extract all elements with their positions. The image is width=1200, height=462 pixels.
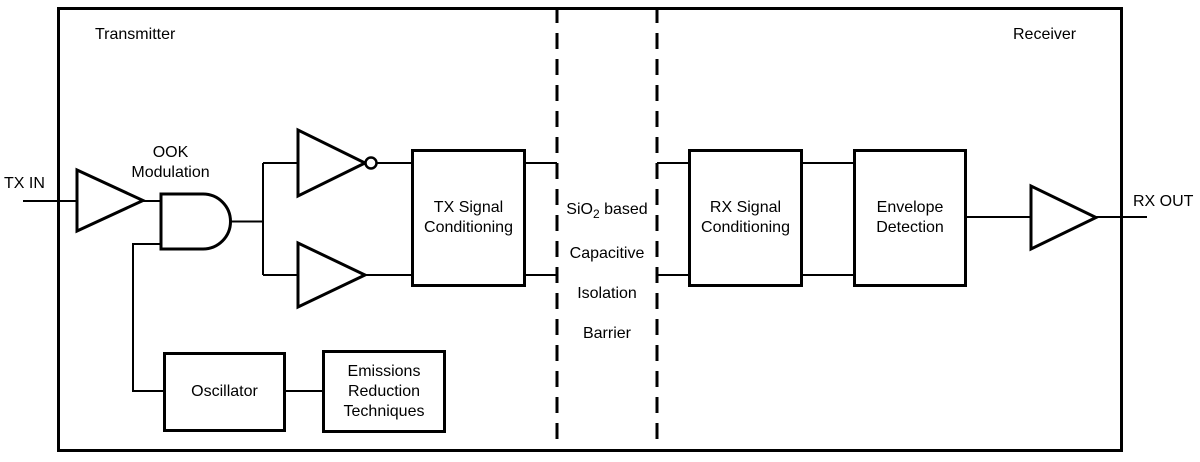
chip-outline-box: [57, 7, 1123, 452]
oscillator-block: Oscillator: [163, 352, 286, 432]
barrier-sio: SiO: [566, 201, 593, 218]
inverter-icon: [296, 127, 369, 199]
wires: [23, 162, 1147, 392]
transmitter-section-title: Transmitter: [95, 26, 176, 43]
tx-in-port-label: TX IN: [4, 175, 45, 192]
rx-signal-conditioning-block: RX Signal Conditioning: [688, 149, 803, 287]
output-buffer-icon: [1029, 183, 1100, 252]
barrier-based: based: [599, 201, 648, 218]
barrier-line-3: Isolation: [577, 285, 637, 303]
and-gate-icon: [159, 192, 232, 251]
barrier-subscript: 2: [592, 207, 600, 222]
modulation-buffer-icon: [296, 240, 369, 310]
barrier-line-2: Capacitive: [569, 245, 645, 263]
wire-oscillator-to-and: [132, 243, 164, 392]
rx-out-port-label: RX OUT: [1133, 193, 1194, 210]
emissions-reduction-block: Emissions Reduction Techniques: [322, 350, 446, 433]
inverter-bubble-icon: [364, 156, 378, 170]
ook-modulation-label: OOK Modulation: [131, 144, 210, 181]
receiver-section-title: Receiver: [1013, 26, 1077, 43]
input-buffer-icon: [75, 167, 147, 234]
envelope-detection-block: Envelope Detection: [853, 149, 967, 287]
barrier-line-1: SiO2 based: [556, 200, 658, 224]
tx-signal-conditioning-block: TX Signal Conditioning: [411, 149, 526, 287]
barrier-line-4: Barrier: [582, 325, 631, 343]
isolation-barrier-label: SiO2 based Capacitive Isolation Barrier: [556, 180, 658, 364]
